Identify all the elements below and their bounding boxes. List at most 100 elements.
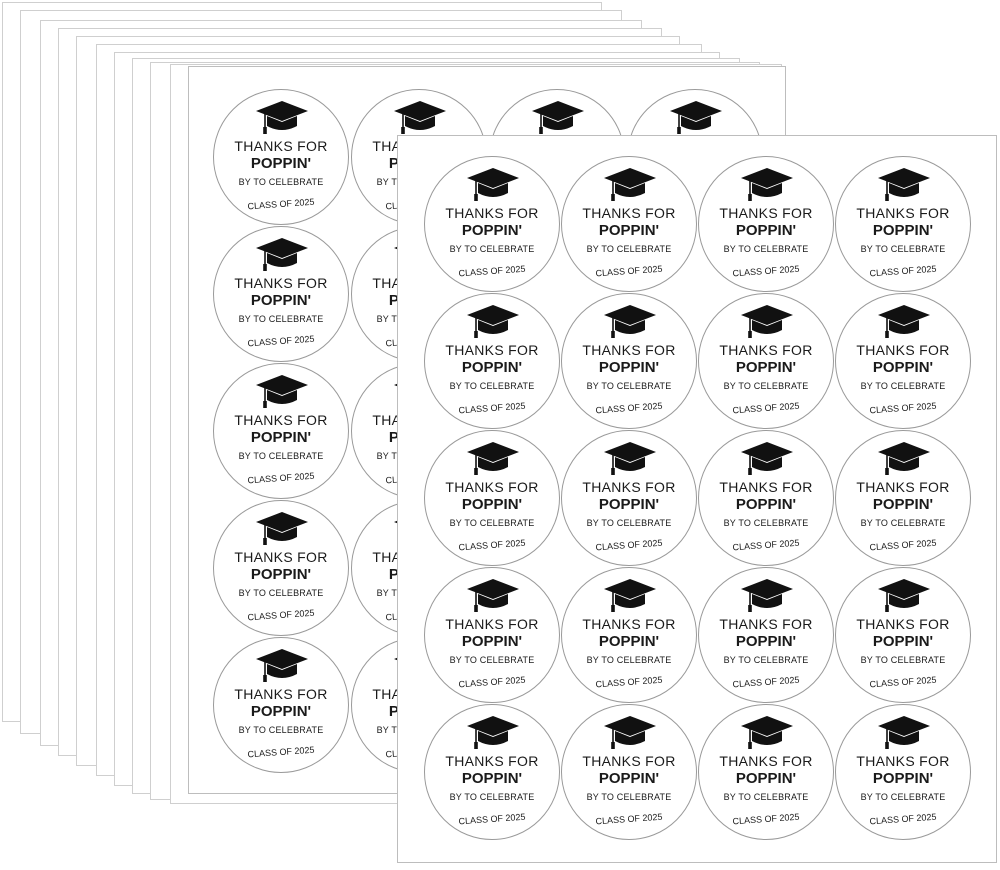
sticker-line-by-to-celebrate: BY TO CELEBRATE <box>723 655 809 665</box>
sticker: THANKS FOR POPPIN' BY TO CELEBRATE CLASS… <box>424 704 560 840</box>
graduation-cap-icon <box>604 442 656 475</box>
graduation-cap-icon <box>670 101 722 134</box>
sticker-line-class-of: CLASS OF 2025 <box>458 674 526 690</box>
sticker-line-class-of: CLASS OF 2025 <box>732 263 800 279</box>
sticker-line-poppin: POPPIN' <box>250 566 312 583</box>
sticker-line-class-of: CLASS OF 2025 <box>458 537 526 553</box>
sticker-line-class-of: CLASS OF 2025 <box>869 263 937 279</box>
sticker-line-class-of: CLASS OF 2025 <box>247 744 315 760</box>
sticker: THANKS FOR POPPIN' BY TO CELEBRATE CLASS… <box>561 293 697 429</box>
sticker-line-class-of: CLASS OF 2025 <box>595 674 663 690</box>
sticker-line-thanks-for: THANKS FOR <box>445 205 539 221</box>
graduation-cap-icon <box>878 305 930 338</box>
sticker-line-class-of: CLASS OF 2025 <box>595 263 663 279</box>
sticker-line-thanks-for: THANKS FOR <box>445 342 539 358</box>
graduation-cap-icon <box>741 716 793 749</box>
sticker: THANKS FOR POPPIN' BY TO CELEBRATE CLASS… <box>424 430 560 566</box>
sticker: THANKS FOR POPPIN' BY TO CELEBRATE CLASS… <box>213 637 349 773</box>
graduation-cap-icon <box>741 442 793 475</box>
sticker-line-by-to-celebrate: BY TO CELEBRATE <box>860 518 946 528</box>
graduation-cap-icon <box>532 101 584 134</box>
graduation-cap-icon <box>741 305 793 338</box>
sticker: THANKS FOR POPPIN' BY TO CELEBRATE CLASS… <box>561 567 697 703</box>
sticker-line-by-to-celebrate: BY TO CELEBRATE <box>723 792 809 802</box>
sticker-line-poppin: POPPIN' <box>598 359 660 376</box>
sticker-line-class-of: CLASS OF 2025 <box>247 607 315 623</box>
sticker-line-by-to-celebrate: BY TO CELEBRATE <box>860 381 946 391</box>
sticker: THANKS FOR POPPIN' BY TO CELEBRATE CLASS… <box>561 704 697 840</box>
sticker: THANKS FOR POPPIN' BY TO CELEBRATE CLASS… <box>835 293 971 429</box>
sticker-line-class-of: CLASS OF 2025 <box>458 811 526 827</box>
sticker-line-thanks-for: THANKS FOR <box>719 479 813 495</box>
sticker-line-poppin: POPPIN' <box>598 633 660 650</box>
sticker-line-thanks-for: THANKS FOR <box>856 616 950 632</box>
graduation-cap-icon <box>604 305 656 338</box>
sticker-line-poppin: POPPIN' <box>735 496 797 513</box>
sticker-line-class-of: CLASS OF 2025 <box>247 333 315 349</box>
sticker: THANKS FOR POPPIN' BY TO CELEBRATE CLASS… <box>213 89 349 225</box>
sticker: THANKS FOR POPPIN' BY TO CELEBRATE CLASS… <box>561 156 697 292</box>
sticker: THANKS FOR POPPIN' BY TO CELEBRATE CLASS… <box>698 430 834 566</box>
sticker-line-by-to-celebrate: BY TO CELEBRATE <box>449 655 535 665</box>
front-sticker-sheet: THANKS FOR POPPIN' BY TO CELEBRATE CLASS… <box>397 135 997 863</box>
graduation-cap-icon <box>394 101 446 134</box>
sticker-line-class-of: CLASS OF 2025 <box>595 537 663 553</box>
graduation-cap-icon <box>467 579 519 612</box>
sticker: THANKS FOR POPPIN' BY TO CELEBRATE CLASS… <box>698 567 834 703</box>
graduation-cap-icon <box>604 168 656 201</box>
sticker-line-poppin: POPPIN' <box>735 222 797 239</box>
graduation-cap-icon <box>878 579 930 612</box>
sticker-line-poppin: POPPIN' <box>598 222 660 239</box>
sticker: THANKS FOR POPPIN' BY TO CELEBRATE CLASS… <box>213 226 349 362</box>
sticker-line-poppin: POPPIN' <box>461 633 523 650</box>
sticker-line-class-of: CLASS OF 2025 <box>869 674 937 690</box>
sticker: THANKS FOR POPPIN' BY TO CELEBRATE CLASS… <box>213 500 349 636</box>
sticker-line-poppin: POPPIN' <box>250 703 312 720</box>
sticker: THANKS FOR POPPIN' BY TO CELEBRATE CLASS… <box>424 567 560 703</box>
sticker-line-thanks-for: THANKS FOR <box>856 342 950 358</box>
sticker-line-by-to-celebrate: BY TO CELEBRATE <box>723 244 809 254</box>
sticker-line-thanks-for: THANKS FOR <box>445 479 539 495</box>
sticker-line-by-to-celebrate: BY TO CELEBRATE <box>586 792 672 802</box>
sticker-line-thanks-for: THANKS FOR <box>719 342 813 358</box>
sticker-line-by-to-celebrate: BY TO CELEBRATE <box>449 381 535 391</box>
graduation-cap-icon <box>467 305 519 338</box>
sticker-line-class-of: CLASS OF 2025 <box>247 196 315 212</box>
sticker-line-thanks-for: THANKS FOR <box>856 479 950 495</box>
sticker-line-poppin: POPPIN' <box>735 633 797 650</box>
graduation-cap-icon <box>256 238 308 271</box>
sticker-line-class-of: CLASS OF 2025 <box>869 537 937 553</box>
graduation-cap-icon <box>467 716 519 749</box>
sticker: THANKS FOR POPPIN' BY TO CELEBRATE CLASS… <box>698 293 834 429</box>
sticker-line-by-to-celebrate: BY TO CELEBRATE <box>860 792 946 802</box>
sticker-line-thanks-for: THANKS FOR <box>234 549 328 565</box>
sticker: THANKS FOR POPPIN' BY TO CELEBRATE CLASS… <box>835 430 971 566</box>
sticker-line-poppin: POPPIN' <box>872 633 934 650</box>
sticker-line-by-to-celebrate: BY TO CELEBRATE <box>860 244 946 254</box>
sticker: THANKS FOR POPPIN' BY TO CELEBRATE CLASS… <box>835 156 971 292</box>
sticker-line-poppin: POPPIN' <box>250 292 312 309</box>
sticker: THANKS FOR POPPIN' BY TO CELEBRATE CLASS… <box>698 704 834 840</box>
sticker: THANKS FOR POPPIN' BY TO CELEBRATE CLASS… <box>698 156 834 292</box>
graduation-cap-icon <box>604 716 656 749</box>
sticker-line-by-to-celebrate: BY TO CELEBRATE <box>723 518 809 528</box>
graduation-cap-icon <box>741 579 793 612</box>
sticker-line-poppin: POPPIN' <box>598 770 660 787</box>
graduation-cap-icon <box>256 101 308 134</box>
graduation-cap-icon <box>256 512 308 545</box>
sticker: THANKS FOR POPPIN' BY TO CELEBRATE CLASS… <box>424 293 560 429</box>
sticker-line-thanks-for: THANKS FOR <box>719 753 813 769</box>
sticker-line-poppin: POPPIN' <box>461 222 523 239</box>
sticker-line-poppin: POPPIN' <box>250 429 312 446</box>
sticker-line-thanks-for: THANKS FOR <box>445 753 539 769</box>
sticker-line-class-of: CLASS OF 2025 <box>732 674 800 690</box>
sticker-line-class-of: CLASS OF 2025 <box>595 400 663 416</box>
sticker-line-by-to-celebrate: BY TO CELEBRATE <box>449 244 535 254</box>
sticker-line-by-to-celebrate: BY TO CELEBRATE <box>238 725 324 735</box>
graduation-cap-icon <box>256 649 308 682</box>
sticker-line-poppin: POPPIN' <box>461 770 523 787</box>
graduation-cap-icon <box>878 168 930 201</box>
sticker: THANKS FOR POPPIN' BY TO CELEBRATE CLASS… <box>561 430 697 566</box>
sticker-line-poppin: POPPIN' <box>872 222 934 239</box>
sticker-line-thanks-for: THANKS FOR <box>234 275 328 291</box>
